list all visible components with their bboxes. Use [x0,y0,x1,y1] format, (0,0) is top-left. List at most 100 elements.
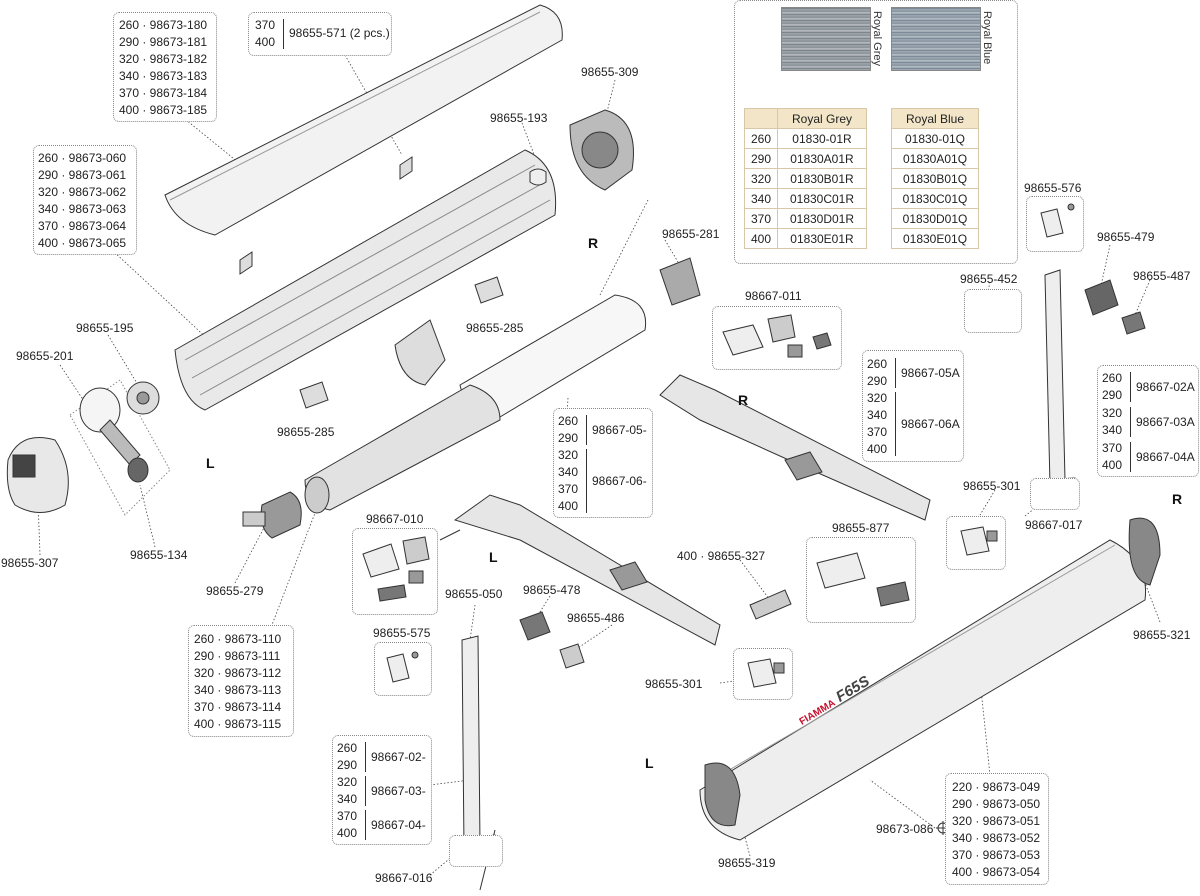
list-item: 290 · 98673-061 [38,168,127,182]
side-label-right: R [738,392,749,408]
part-label: 98655-281 [662,227,720,241]
label-98655-575: 98655-575 [373,626,431,640]
box-98655-301-right [946,516,1006,570]
list-item: 290 · 98673-111 [194,649,281,663]
column-header: Royal Blue [891,108,979,129]
box-profile: 260 · 98673-060 290 · 98673-061 320 · 98… [33,145,137,255]
size-value: 340 [1102,423,1123,437]
box-top-cover: 260 · 98673-180 290 · 98673-181 320 · 98… [113,12,217,122]
spring-housing-part [659,257,701,306]
part-label: 98655-195 [76,321,134,335]
part-label: 98655-452 [960,272,1018,286]
left-arm [453,494,721,646]
part-label: 98655-877 [832,521,890,535]
size-value: 260 [1102,371,1123,385]
box-98655-301-left [733,648,793,700]
label-98667-010: 98667-010 [366,512,424,526]
table-row: 01830A01Q [891,148,979,169]
size-value: 400 [255,35,276,49]
part-label: 98655-279 [206,584,264,598]
part-code: 98667-05- [592,423,647,437]
list-item: 400 · 98673-054 [952,865,1041,879]
bracket-part [394,319,446,386]
size-value: 290 [337,758,358,772]
part-label: 98655-487 [1133,269,1191,283]
box-roller: 260 · 98673-110 290 · 98673-111 320 · 98… [188,625,294,737]
box-98667-017 [1030,478,1080,510]
part-label: 98655-301 [645,677,703,691]
size-value: 290 [558,431,579,445]
list-item: 370 · 98673-053 [952,848,1041,862]
list-item: 400 · 98673-115 [194,717,282,731]
side-label-left: L [645,755,654,771]
list-item: 400 · 98673-185 [119,103,208,117]
part-label: 98655-321 [1133,628,1191,642]
size-value: 260 [867,357,888,371]
part-label: 98655-285 [277,425,335,439]
list-item: 260 · 98673-180 [119,18,208,32]
swatch-royal-grey-label: Royal Grey [871,11,883,67]
arm-joint [784,451,823,481]
size-value: 320 [558,448,579,462]
box-98655-576 [1026,196,1084,252]
list-item: 320 · 98673-182 [119,52,208,66]
list-item: 340 · 98673-063 [38,202,127,216]
part-code: 98667-04A [1136,450,1195,464]
small-part-479 [1084,279,1119,316]
end-cap-part [529,168,547,186]
label-98667-011: 98667-011 [745,289,802,303]
roller-tube [304,384,501,511]
part-code: 98667-06A [901,417,960,431]
size-value: 370 [867,425,888,439]
box-98655-877 [806,537,916,623]
part-code: 98655-571 (2 pcs.) [289,26,390,40]
list-item: 320 · 98673-051 [952,814,1041,828]
size-list: 370 400 [255,17,275,51]
size-value: 370 [337,809,358,823]
part-label: 98655-201 [16,349,74,363]
list-item: 260 · 98673-060 [38,151,127,165]
size-value: 400 [337,826,358,840]
list-item: 370 · 98673-114 [194,700,282,714]
box-98667-016 [449,835,503,867]
left-leg [461,635,481,849]
swatch-royal-blue [891,7,981,71]
size-value: 400 [558,499,579,513]
roller-end-part [260,491,302,539]
fabric-code-table-blue: Royal Blue 01830-01Q 01830A01Q 01830B01Q… [891,108,979,249]
size-value: 320 [867,391,888,405]
box-98667-011 [712,306,842,370]
list-item: 290 · 98673-050 [952,797,1041,811]
size-value: 290 [867,374,888,388]
box-front-bar: 220 · 98673-049 290 · 98673-050 320 · 98… [945,773,1049,885]
part-code: 98667-02A [1136,380,1195,394]
part-label: 98667-017 [1025,518,1083,532]
small-part-486 [559,643,585,669]
front-bar-list: 220 · 98673-049 290 · 98673-050 320 · 98… [952,779,1040,881]
size-value: 260 [337,741,358,755]
list-item: 220 · 98673-049 [952,780,1041,794]
part-label: 98655-309 [581,65,639,79]
bracket-line [283,19,284,49]
box-clip: 370 400 98655-571 (2 pcs.) [248,12,392,56]
side-label-right: R [1172,491,1183,507]
top-cover [164,4,563,236]
size-value: 370 [558,482,579,496]
list-item: 320 · 98673-062 [38,185,127,199]
